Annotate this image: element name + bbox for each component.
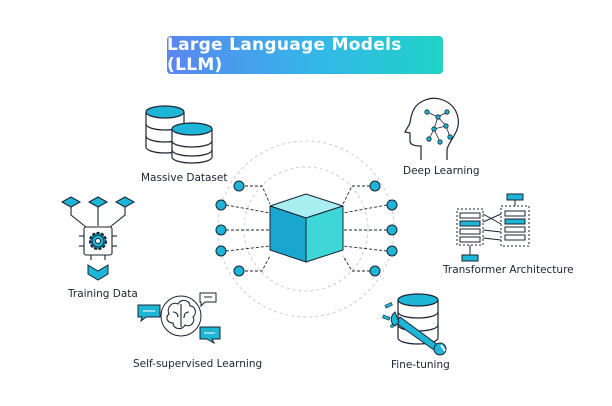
connector-dots (215, 180, 398, 277)
dot-right-4 (386, 245, 398, 257)
neural-net-icon (424, 109, 453, 145)
dot-right-5 (369, 265, 381, 277)
label-self-supervised-learning: Self-supervised Learning (133, 358, 263, 370)
dot-left-1 (233, 180, 245, 192)
fine-tuning-database-icon (397, 293, 439, 345)
dot-left-3 (215, 224, 227, 236)
transformer-icon (456, 193, 530, 262)
page-title: Large Language Models (LLM) (167, 35, 443, 75)
dot-left-2 (215, 199, 227, 211)
dot-left-5 (233, 265, 245, 277)
sparkle-icon (382, 302, 394, 328)
connector-lines (225, 185, 388, 272)
label-deep-learning: Deep Learning (403, 165, 480, 177)
orbit-inner (243, 166, 369, 292)
label-fine-tuning: Fine-tuning (391, 359, 450, 371)
training-data-icon (60, 196, 136, 260)
label-transformer-architecture: Transformer Architecture (443, 264, 574, 276)
gear-icon (88, 231, 108, 251)
label-training-data: Training Data (68, 288, 138, 300)
llm-cube-icon (269, 193, 344, 263)
label-massive-dataset: Massive Dataset (141, 172, 228, 184)
dot-right-1 (369, 180, 381, 192)
dot-right-3 (386, 224, 398, 236)
brain-head-icon (404, 97, 459, 160)
dot-left-4 (215, 245, 227, 257)
chat-bubble-icon (137, 292, 221, 345)
brain-icon (160, 295, 202, 337)
database-icon (145, 105, 213, 164)
chevron-down-icon (87, 264, 109, 281)
dot-right-2 (386, 199, 398, 211)
wrench-icon (390, 311, 447, 356)
